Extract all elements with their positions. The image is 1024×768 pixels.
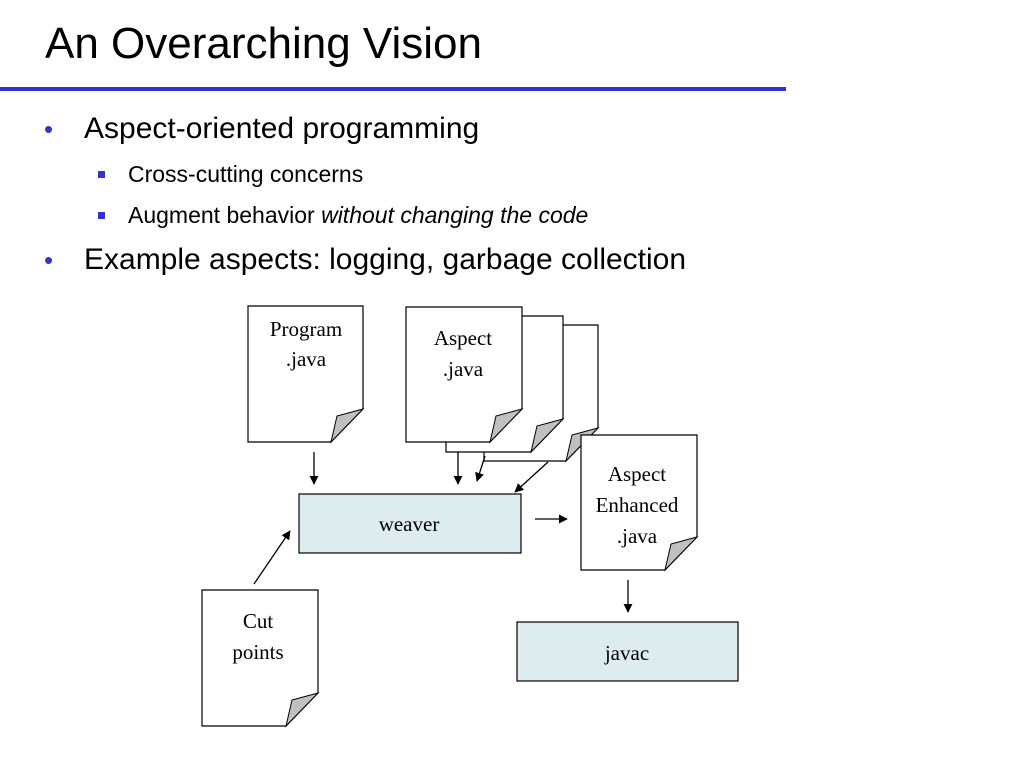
augment-italic-text: without changing the code [321, 202, 589, 228]
program-java-doc: Program .java [247, 305, 365, 444]
sub-bullet-cross-cutting: Cross-cutting concerns [128, 161, 364, 187]
arrow-aspect3-to-weaver [514, 461, 549, 493]
augment-text: Augment behavior [128, 202, 322, 228]
javac-label: javac [604, 641, 649, 665]
bullet-examples: Example aspects: logging, garbage collec… [84, 243, 687, 276]
slide-title: An Overarching Vision [45, 19, 482, 68]
enhanced-doc-line2: Enhanced [596, 493, 679, 517]
aspect-doc-line2: .java [443, 357, 484, 381]
aspect-enhanced-doc: Aspect Enhanced .java [580, 434, 699, 572]
cutpoints-line2: points [232, 640, 283, 664]
weaver-box: weaver [298, 493, 522, 554]
sub-bullet-augment: Augment behavior without changing the co… [128, 204, 588, 227]
title-underline [0, 87, 786, 91]
bullet-aop: Aspect-oriented programming [84, 112, 480, 145]
arrow-cutpoints-to-weaver [253, 530, 291, 585]
sub-bullet-square [98, 171, 105, 178]
bullet-dot: • [44, 245, 54, 275]
program-doc-line2: .java [286, 347, 327, 371]
bullet-list: • Aspect-oriented programming Cross-cutt… [0, 0, 1024, 300]
arrow-aspect2-to-weaver [475, 455, 486, 482]
aspect-java-stack: Aspect .java [405, 306, 600, 463]
bullet-dot: • [44, 114, 54, 144]
aspect-doc-line1: Aspect [434, 326, 492, 350]
program-doc-line1: Program [270, 317, 342, 341]
sub-bullet-square [98, 212, 105, 219]
javac-box: javac [516, 621, 739, 682]
weaver-label: weaver [379, 512, 440, 536]
cutpoints-line1: Cut [243, 609, 274, 633]
enhanced-doc-line1: Aspect [608, 462, 666, 486]
enhanced-doc-line3: .java [617, 524, 658, 548]
cut-points-doc: Cut points [201, 589, 320, 728]
